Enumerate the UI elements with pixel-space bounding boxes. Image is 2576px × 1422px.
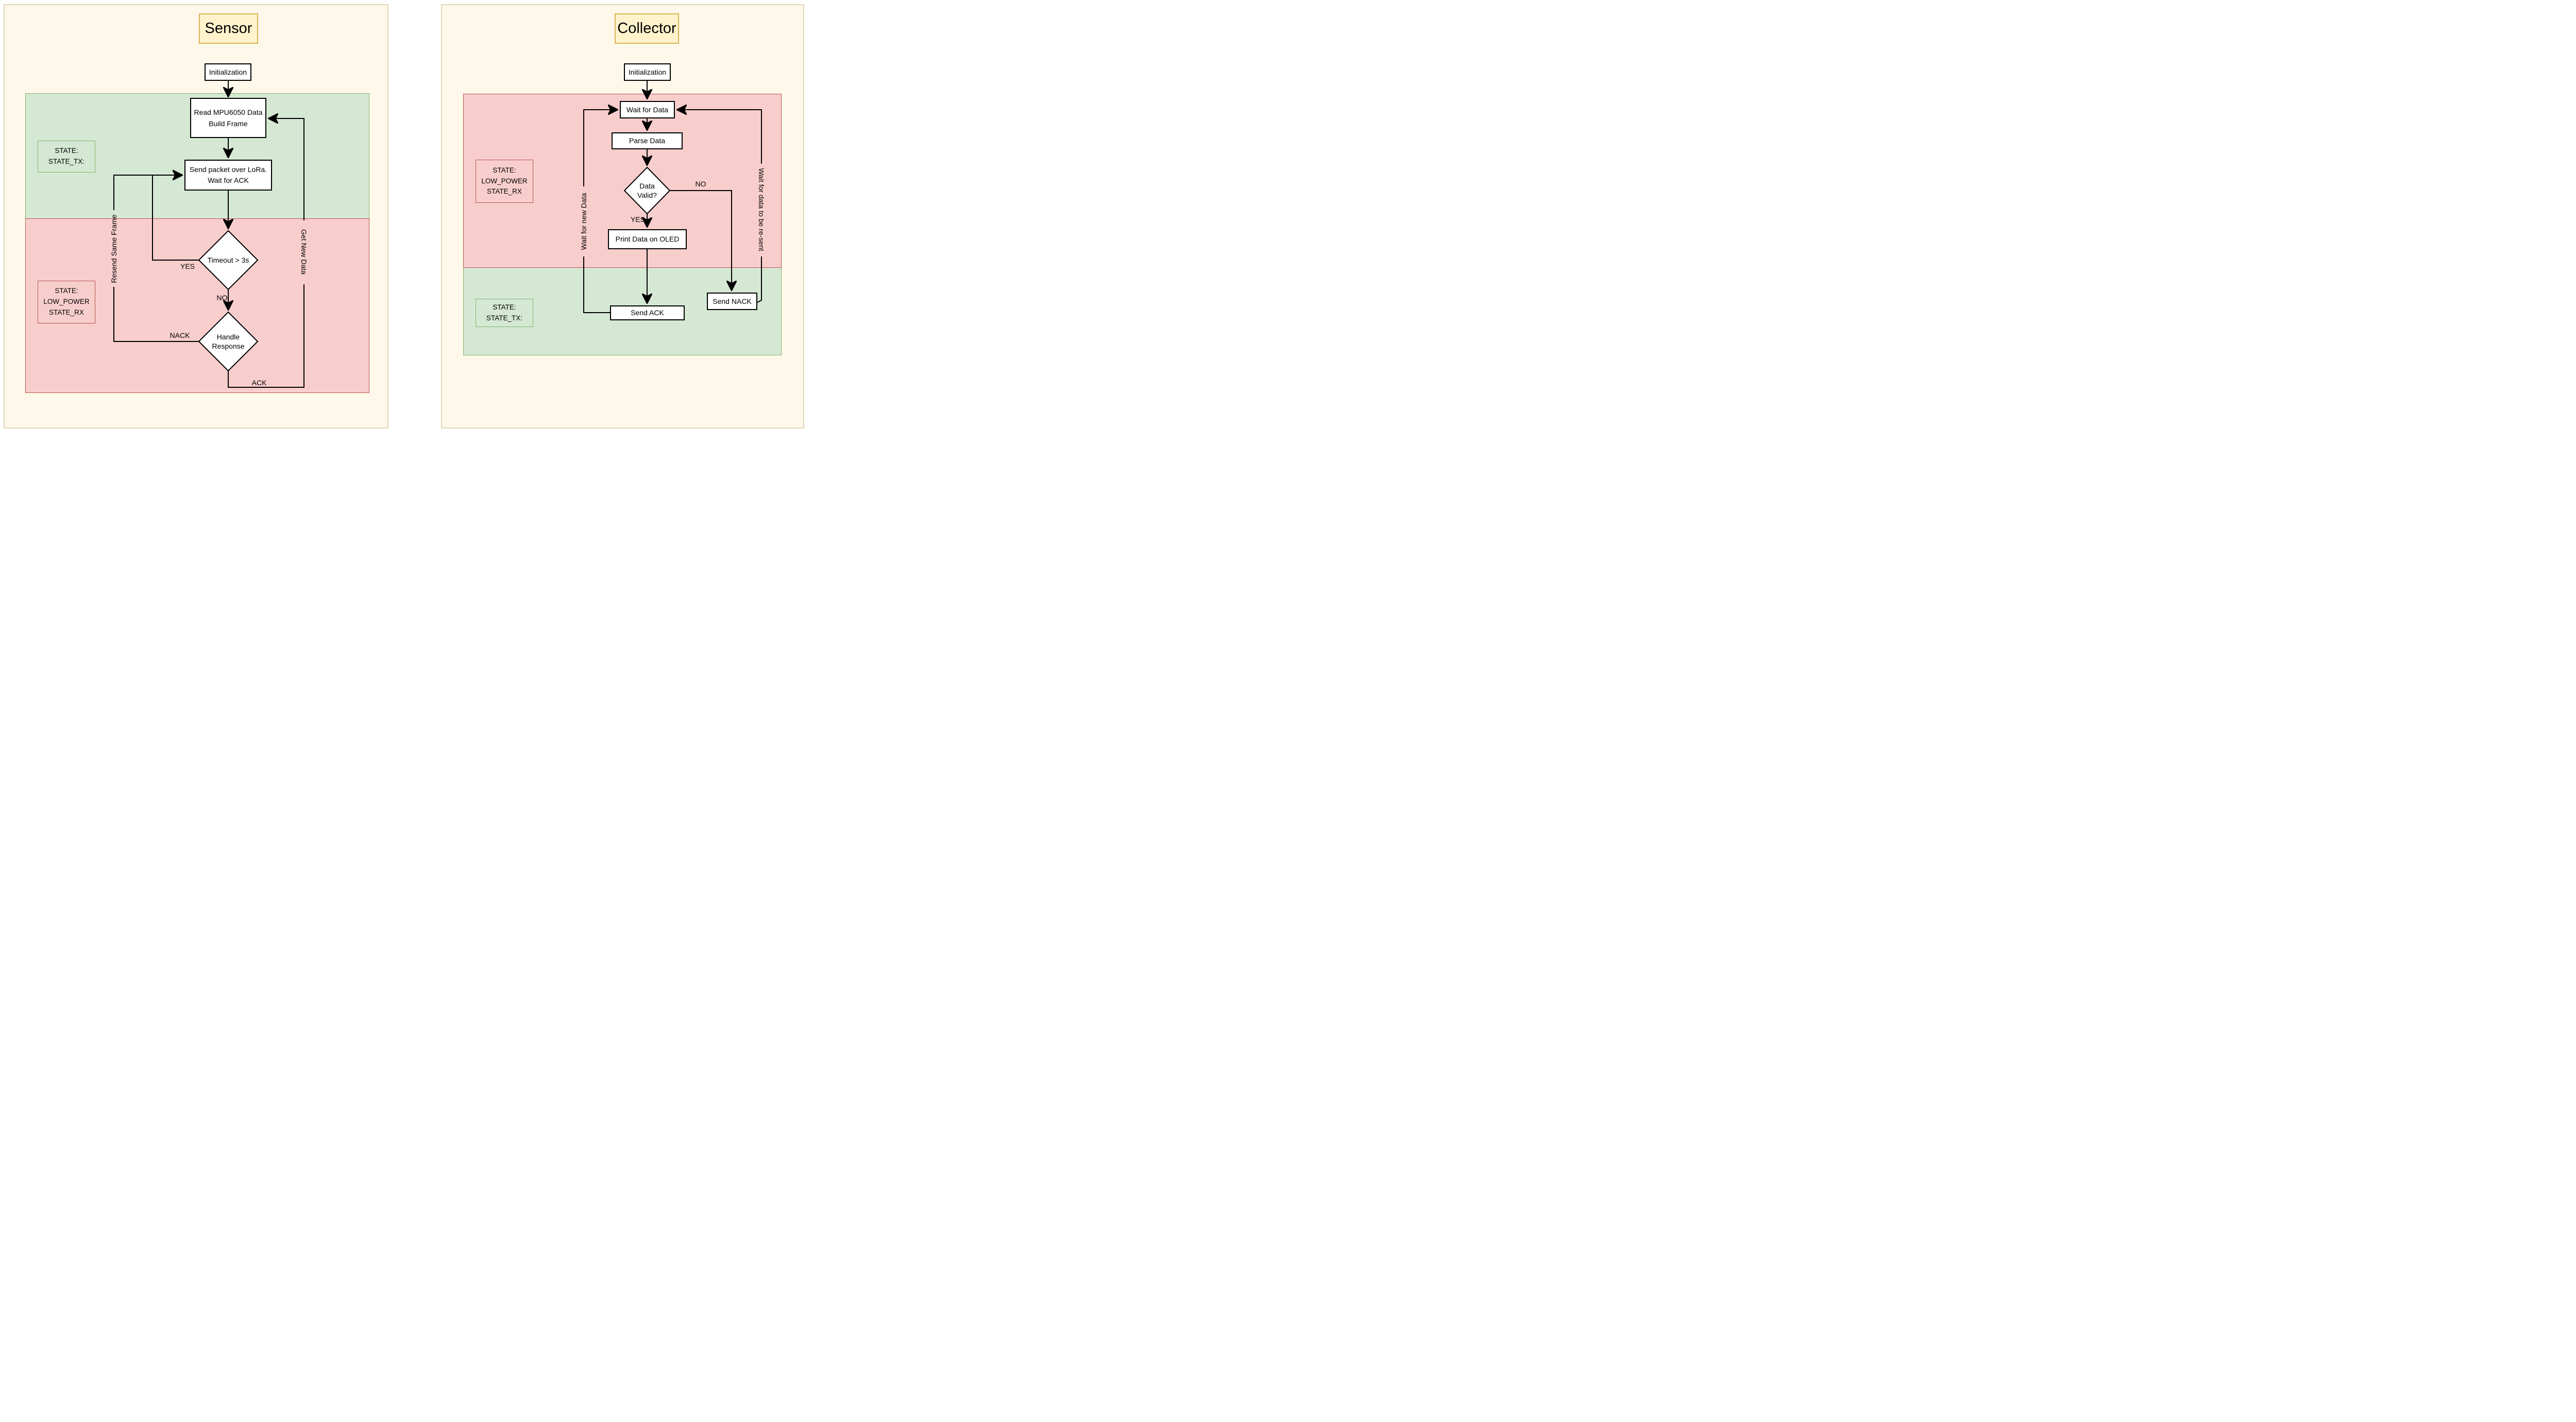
collector-state-low-power-label: STATE: LOW_POWER STATE_RX [476, 160, 533, 203]
diagram-canvas: Sensor Initialization Read MPU6050 Data … [0, 0, 808, 432]
collector-yes-label: YES [630, 215, 646, 224]
collector-node-wait-for-data: Wait for Data [620, 101, 675, 118]
collector-node-send-nack: Send NACK [707, 293, 757, 310]
collector-node-print-data-oled: Print Data on OLED [608, 229, 687, 249]
sensor-ack-label: ACK [251, 379, 267, 387]
sensor-yes-label: YES [180, 262, 195, 270]
sensor-nack-label: NACK [170, 331, 190, 339]
sensor-node-read-mpu6050: Read MPU6050 Data Build Frame [190, 98, 266, 138]
sensor-title: Sensor [199, 13, 258, 44]
collector-node-parse-data: Parse Data [612, 132, 683, 149]
sensor-get-new-data-label: Get New Data [300, 229, 308, 275]
sensor-state-tx-label: STATE: STATE_TX: [38, 141, 95, 173]
sensor-resend-same-frame-label: Resend Same Frame [110, 214, 118, 283]
collector-wait-for-new-data-label: Wait for new Data [580, 193, 588, 250]
sensor-no-label: NO [216, 294, 228, 302]
sensor-node-initialization: Initialization [205, 63, 251, 81]
collector-node-send-ack: Send ACK [610, 305, 685, 320]
collector-node-initialization: Initialization [624, 63, 671, 81]
collector-wait-for-resent-label: Wait for data to be re-sent [757, 168, 766, 251]
collector-title: Collector [615, 13, 679, 44]
sensor-node-send-packet: Send packet over LoRa. Wait for ACK [184, 160, 272, 191]
collector-no-label: NO [695, 180, 706, 188]
collector-state-tx-label: STATE: STATE_TX: [476, 299, 533, 327]
sensor-state-rx-label: STATE: LOW_POWER STATE_RX [38, 281, 95, 323]
